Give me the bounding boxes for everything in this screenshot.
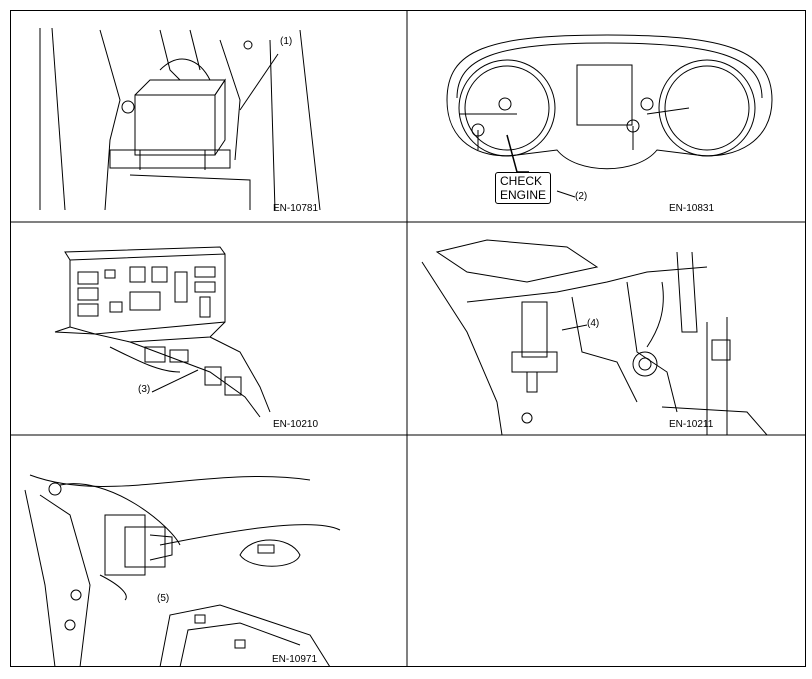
figure-cell-5: (5) EN-10971 — [10, 435, 407, 667]
figure-code: EN-10210 — [273, 419, 319, 430]
figure-code: EN-10831 — [669, 203, 715, 214]
pedal-area-drawing — [421, 239, 768, 435]
callout-label: (1) — [280, 36, 293, 47]
table-grid-lines — [10, 10, 806, 667]
callout-label: (5) — [157, 593, 170, 604]
combination-meter-drawing — [446, 34, 773, 198]
figure-code: EN-10211 — [669, 419, 714, 430]
callout-label: (2) — [575, 191, 588, 202]
figure-code: EN-10971 — [272, 654, 318, 665]
check-engine-label-box: CHECK ENGINE — [495, 172, 552, 204]
callout-label: (3) — [138, 384, 151, 395]
empty-cell — [407, 435, 806, 667]
figure-cell-4: (4) EN-10211 — [407, 222, 806, 435]
engine-bay-drawing — [39, 27, 321, 211]
figure-table: (1) EN-10781 CHECK ENGINE (2) EN-10831 — [10, 10, 806, 667]
figure-cell-1: (1) EN-10781 — [10, 10, 407, 222]
figure-cell-2: CHECK ENGINE (2) EN-10831 — [407, 10, 806, 222]
callout-label: (4) — [587, 318, 600, 329]
body-connector-drawing — [24, 474, 341, 667]
figure-code: EN-10781 — [273, 203, 319, 214]
check-engine-line-1: CHECK — [500, 174, 543, 188]
fuse-box-drawing — [54, 246, 271, 418]
figure-cell-3: (3) EN-10210 — [10, 222, 407, 435]
check-engine-line-2: ENGINE — [500, 188, 547, 202]
